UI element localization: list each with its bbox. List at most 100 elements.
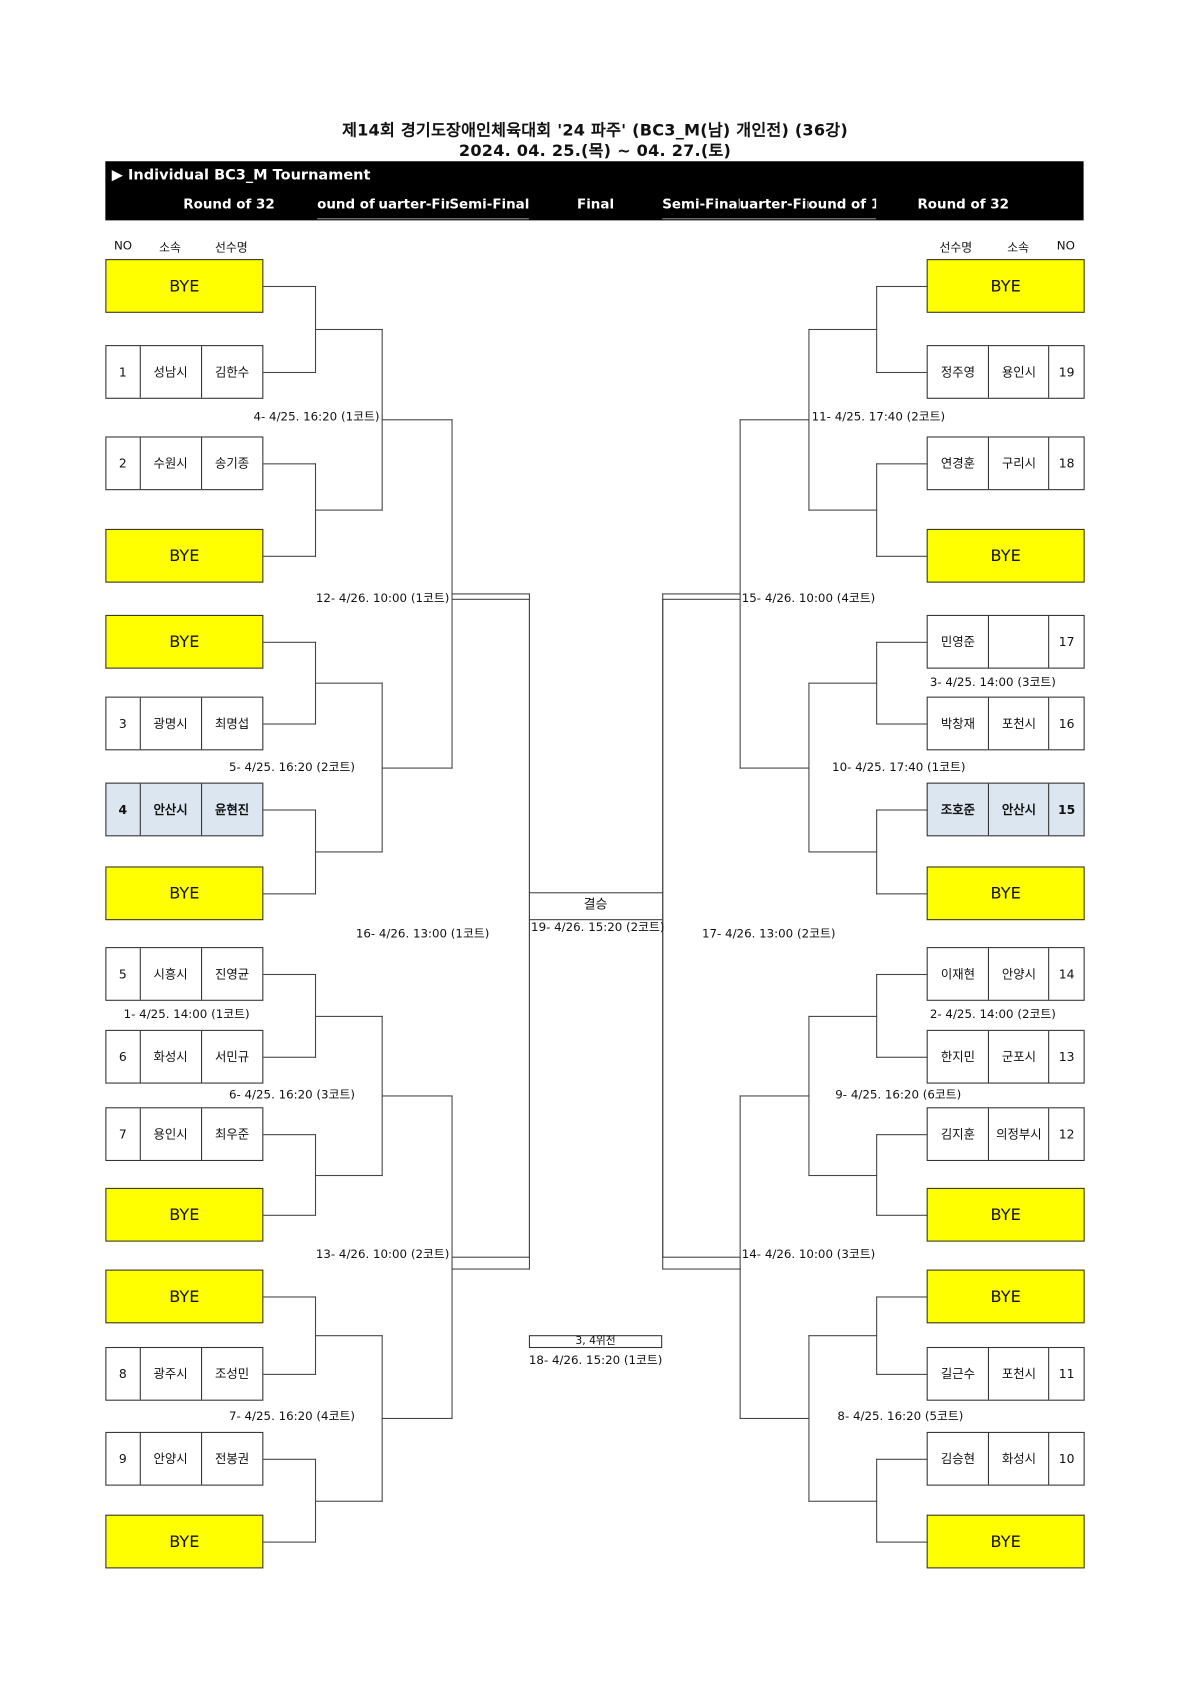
player-name: 박창재 [928,697,990,750]
bracket-line [381,1095,453,1097]
player-name: 서민규 [215,1049,250,1065]
bye-label: BYE [990,883,1021,904]
player-name: 연경훈 [928,437,990,490]
bracket-line [808,682,810,853]
bracket-line [876,893,928,895]
sheet-dates: 2024. 04. 25.(목) ~ 04. 27.(토) [458,140,732,161]
bracket-line [808,1335,878,1337]
bracket-line [876,371,928,374]
bracket-line [662,1256,741,1258]
bracket-line [808,682,878,684]
bye-slot: BYE [105,866,264,921]
match-19-label: 19- 4/26. 15:20 (2코트) [531,920,665,935]
col-header-no: NO [1056,238,1075,253]
player-name: 이재현 [928,948,990,1000]
player-club: 화성시 [140,1030,202,1083]
match-9-label: 9- 4/25. 16:20 (6코트) [835,1087,962,1102]
player-no: 6 [106,1030,141,1083]
player-name: 진영균 [215,966,250,982]
bracket-line [662,598,741,600]
player-club: 성남시 [140,346,202,398]
bracket-line [381,419,453,421]
bracket-line [739,1095,810,1097]
bracket-line [808,509,878,511]
player-no: 8 [106,1348,141,1400]
player-no: 1 [106,346,141,398]
player-no: 15 [1058,801,1076,818]
bye-slot: BYE [926,259,1085,313]
player-no: 4 [106,783,141,836]
sheet-title: 제14회 경기도장애인체육대회 '24 파주' (BC3_M(남) 개인전) (… [342,120,848,140]
bracket-line [263,1541,317,1543]
player-no: 19 [1058,364,1075,380]
bracket-line [528,598,530,1270]
bye-label: BYE [990,276,1021,296]
bracket-line [314,682,383,684]
bracket-line [263,1296,317,1298]
bye-slot: BYE [926,866,1085,921]
divider [317,218,529,220]
bracket-line [808,1500,878,1502]
bracket-line [263,463,317,465]
player-slot: 민영준 17 [926,614,1085,669]
player-club: 군포시 [989,1030,1050,1083]
player-name: 정주영 [928,346,990,398]
bracket-line [876,1134,928,1136]
player-club: 광명시 [140,697,202,750]
bye-slot: BYE [105,1269,264,1324]
match-2-label: 2- 4/25. 14:00 (2코트) [929,1007,1056,1022]
bracket-line [263,285,317,288]
divider [662,218,877,220]
player-no: 17 [1058,634,1075,650]
player-no: 12 [1058,1126,1075,1142]
bracket-line [876,973,928,976]
bye-slot: BYE [105,259,264,313]
bracket-line [528,919,664,921]
bracket-line [662,593,741,595]
bracket-line [876,809,928,811]
bye-label: BYE [990,1531,1021,1552]
player-name: 조호준 [928,783,990,836]
match-10-label: 10- 4/25. 17:40 (1코트) [832,760,966,775]
bracket-line [381,767,453,769]
match-8-label: 8- 4/25. 16:20 (5코트) [837,1409,964,1424]
match-7-label: 7- 4/25. 16:20 (4코트) [228,1409,355,1424]
player-name: 한지민 [928,1030,990,1083]
bracket-line [381,1417,453,1420]
match-11-label: 11- 4/25. 17:40 (2코트) [811,409,946,424]
round-label: Round of 32 [183,195,275,212]
round-label: Round of 32 [917,195,1009,212]
bracket-line [263,371,317,374]
bye-slot: BYE [105,528,264,583]
round-label: Semi-Finals [449,195,529,212]
player-name: 민영준 [928,615,990,668]
bye-label: BYE [169,1286,200,1307]
bye-label: BYE [169,1205,200,1225]
player-no: 10 [1058,1451,1075,1467]
bye-label: BYE [990,546,1021,566]
bracket-line [263,1373,317,1375]
player-name: 김승현 [928,1432,990,1485]
player-club: 수원시 [140,437,202,490]
bracket-line [808,328,878,331]
bracket-line [263,641,317,643]
player-club: 용인시 [140,1108,202,1160]
match-4-label: 4- 4/25. 16:20 (1코트) [253,409,380,424]
player-club [989,615,1050,668]
player-club: 구리시 [989,437,1050,490]
match-16-label: 16- 4/26. 13:00 (1코트) [355,926,490,941]
bracket-line [739,767,810,769]
match-6-label: 6- 4/25. 16:20 (3코트) [228,1087,355,1102]
player-no: 14 [1058,966,1075,982]
bracket-line [876,1373,928,1375]
tournament-heading: ▶ Individual BC3_M Tournament [111,166,371,184]
bracket-line [263,1056,317,1058]
bracket-line [263,1214,317,1216]
bracket-line [876,1214,928,1216]
player-club: 포천시 [989,1348,1050,1400]
